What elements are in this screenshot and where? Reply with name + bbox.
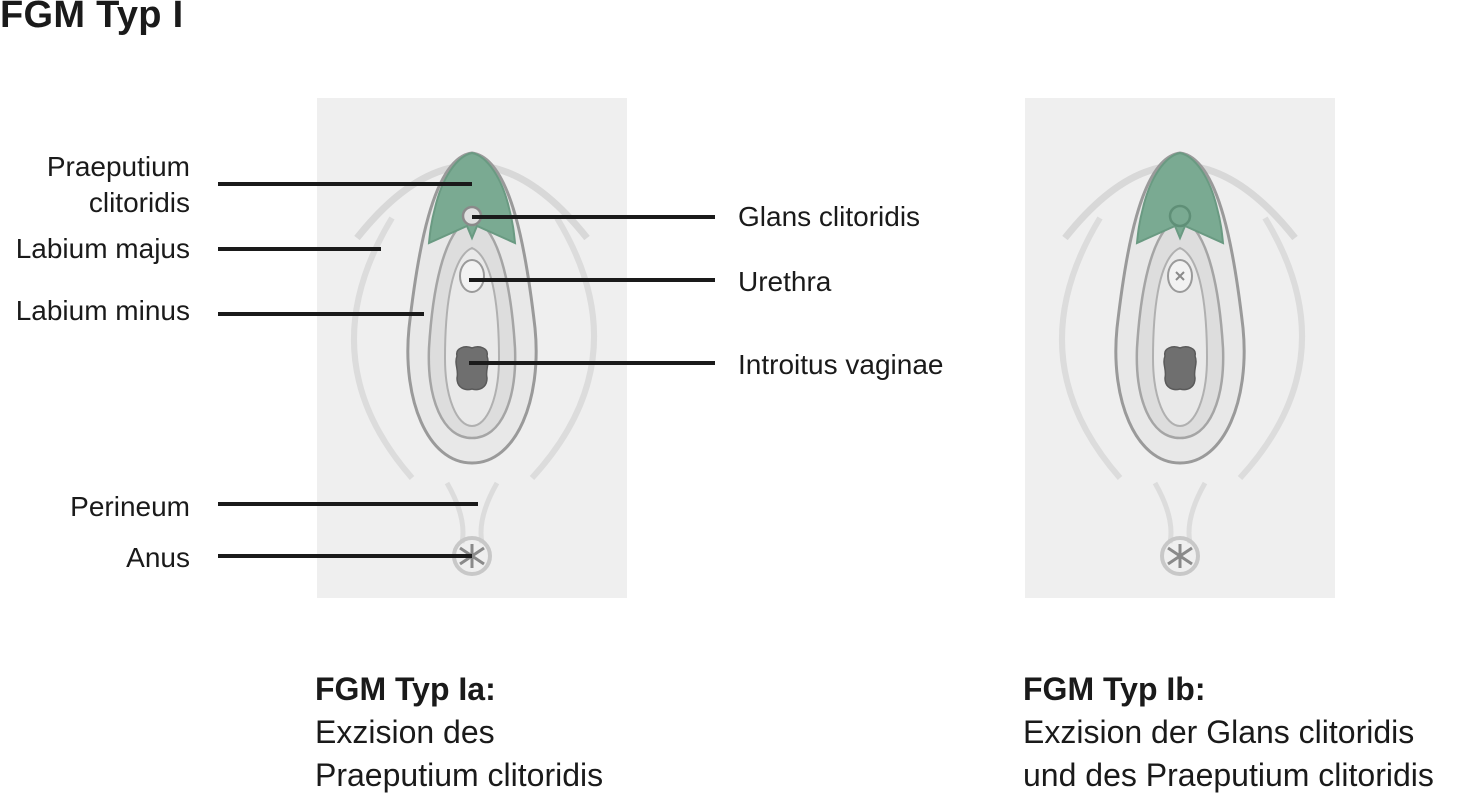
anatomy-illustration-type-ib [1058, 151, 1306, 576]
label-labium-majus: Labium majus [15, 233, 190, 264]
leader-line-introitus [469, 361, 715, 365]
label-labium-minus: Labium minus [15, 295, 190, 326]
left-thigh-curve [1058, 216, 1123, 480]
anus-folds [459, 544, 485, 568]
label-urethra: Urethra [738, 266, 832, 297]
leader-line-praeputium [218, 182, 472, 186]
caption-type-ib-text: Exzision der Glans clitoridis und des Pr… [1023, 714, 1434, 793]
caption-type-ib: FGM Typ Ib: Exzision der Glans clitoridi… [1023, 668, 1434, 797]
perineum-curve [1152, 481, 1174, 544]
glans-clitoridis-highlight [1168, 204, 1192, 228]
right-thigh-curve [529, 216, 598, 481]
urethra [459, 259, 485, 293]
left-thigh-curve [350, 216, 415, 480]
label-glans-clitoridis: Glans clitoridis [738, 201, 921, 232]
anus-folds [1167, 544, 1193, 568]
leader-line-labium-majus [218, 247, 381, 251]
perineum-curve [478, 481, 500, 544]
praeputium-highlight [1135, 151, 1225, 245]
page-title: FGM Typ I [0, 0, 184, 36]
caption-type-ia: FGM Typ Ia: Exzision des Praeputium clit… [315, 668, 603, 797]
right-thigh-curve [1237, 216, 1306, 481]
label-anus: Anus [126, 542, 190, 573]
caption-type-ia-heading: FGM Typ Ia: [315, 671, 496, 707]
leader-line-labium-minus [218, 312, 424, 316]
label-perineum: Perineum [70, 491, 190, 522]
leader-line-glans [472, 215, 715, 219]
anatomy-illustration-type-ia [350, 151, 598, 576]
caption-type-ia-text: Exzision des Praeputium clitoridis [315, 714, 604, 793]
diagram-panel-type-ia [317, 98, 627, 598]
caption-type-ib-heading: FGM Typ Ib: [1023, 671, 1206, 707]
praeputium-highlight [427, 151, 517, 245]
perineum-curve [1186, 481, 1208, 544]
introitus-vaginae [455, 346, 489, 391]
urethra-mark [1175, 271, 1185, 281]
diagram-panel-type-ib [1025, 98, 1335, 598]
anus [1160, 536, 1200, 576]
label-praeputium-clitoridis: Praeputium clitoridis [46, 151, 190, 218]
leader-line-perineum [218, 502, 478, 506]
leader-line-anus [218, 554, 472, 558]
introitus-vaginae [1163, 346, 1197, 391]
label-introitus-vaginae: Introitus vaginae [738, 349, 944, 380]
perineum-curve [444, 481, 466, 544]
leader-line-urethra [469, 278, 715, 282]
